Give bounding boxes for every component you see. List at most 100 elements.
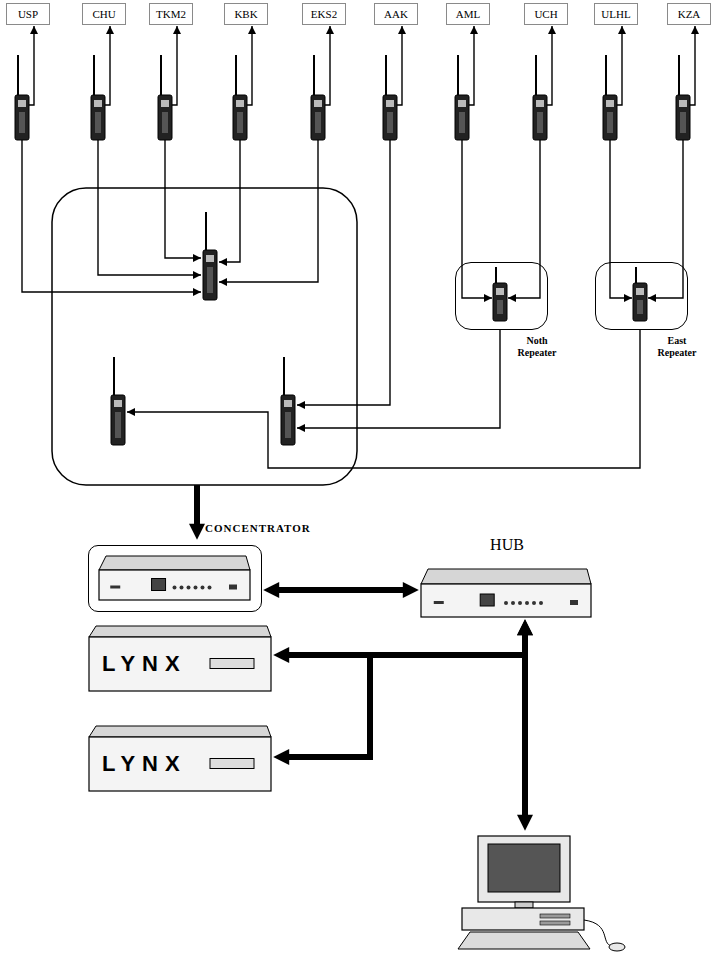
device-led [208,586,212,590]
keyboard [458,932,590,949]
radio-link [247,26,252,105]
radio-keypad [285,412,291,438]
repeater-box: East Repeater [595,262,688,330]
concentrator-device: CONCENTRATOR [88,545,262,612]
radio-body [111,395,125,445]
radio-icon [676,55,690,140]
radio-body [281,395,295,445]
station-label: AAK [374,3,418,25]
device-led [511,601,515,605]
radio-keypad [680,112,686,133]
radio-link [690,26,695,105]
device-label: East Repeater [649,335,705,358]
radio-link [219,140,318,282]
radio-link [462,140,492,298]
radio-display [236,100,244,107]
radio-body [533,95,547,140]
screen [488,844,560,892]
radio-keypad [115,412,121,438]
radio-icon [233,55,247,140]
radio-display [114,400,122,407]
station-label: TKM2 [149,3,193,25]
lynx-device: LYNX [88,725,272,792]
monitor [478,836,570,902]
radio-icon [15,55,29,140]
repeater-box: Noth Repeater [455,262,548,330]
radio-icon [311,55,325,140]
radio-display [161,100,169,107]
radio-display [496,288,504,295]
station-label: KZA [667,3,711,25]
radio-keypad [497,300,503,314]
radio-link [617,26,622,105]
radio-antenna [635,267,637,283]
radios [15,55,690,445]
radio-link [29,26,34,105]
device-display [480,594,494,606]
hub-to-computer-arrow [522,655,528,818]
device-display [152,579,166,591]
radio-link [172,26,177,105]
radio-antenna [313,55,315,95]
station-label: UCH [524,3,568,25]
station-name: CHU [92,8,115,20]
radio-links [22,26,695,468]
radio-antenna [205,212,207,250]
radio-link [98,140,201,275]
radio-display [386,100,394,107]
radio-body [603,95,617,140]
radio-icon [533,55,547,140]
radio-display [636,288,644,295]
device-port [570,600,578,605]
drive-slot [540,921,570,925]
station-name: USP [18,8,38,20]
radio-body [15,95,29,140]
radio-body [91,95,105,140]
device-led [180,586,184,590]
radio-link [105,26,110,105]
device-led [201,586,205,590]
radio-icon [493,267,507,321]
radio-keypad [95,112,101,133]
device-label: LYNX [102,751,286,777]
radio-link [297,140,390,405]
radio-body [493,283,507,321]
radio-icon [633,267,647,321]
device-led [194,586,198,590]
device-top [99,556,250,570]
station-label: ULHL [594,3,638,25]
radio-body [233,95,247,140]
radio-icon [455,55,469,140]
device-led [539,601,543,605]
radio-keypad [459,112,465,133]
device-slot [210,659,254,669]
station-name: AML [456,8,480,20]
device-led [173,586,177,590]
radio-link [219,140,240,262]
radio-antenna [385,55,387,95]
radio-keypad [607,112,613,133]
radio-keypad [387,112,393,133]
network-link [286,632,525,757]
radio-link [610,140,632,298]
radio-to-concentrator-arrow [194,485,200,527]
network-link [286,632,525,655]
radio-icon [603,55,617,140]
device-led [518,601,522,605]
radio-antenna [113,357,115,395]
radio-keypad [237,112,243,133]
radio-display [206,255,214,262]
radio-antenna [235,55,237,95]
device-led [532,601,536,605]
radio-antenna [535,55,537,95]
radio-icon [111,357,125,445]
radio-keypad [637,300,643,314]
radio-link [648,140,683,298]
radio-antenna [678,55,680,95]
computer-case [462,908,584,930]
station-name: KZA [678,8,701,20]
device-label: CONCENTRATOR [205,522,377,534]
radio-body [676,95,690,140]
